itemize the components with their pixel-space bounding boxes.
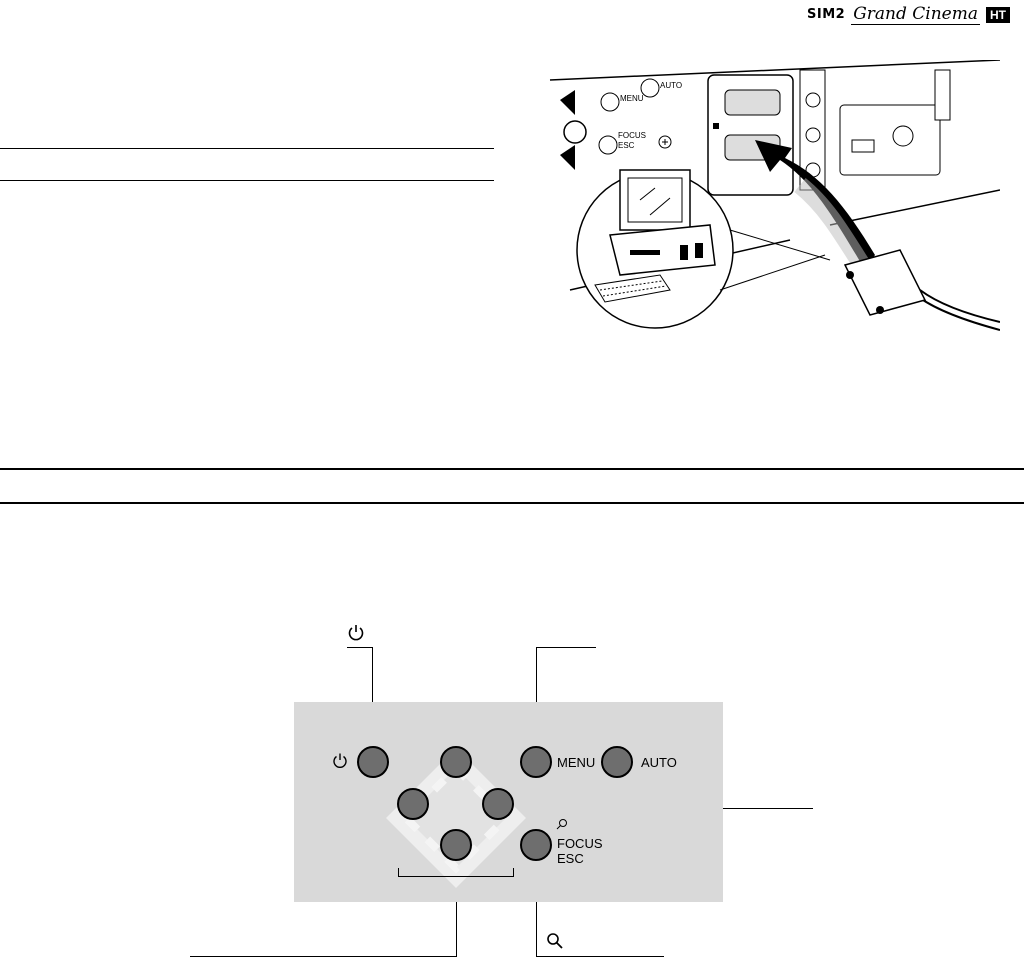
arrow-pad-background bbox=[386, 748, 526, 888]
section-rule-top-2 bbox=[0, 180, 494, 181]
focus-esc-button[interactable] bbox=[520, 829, 552, 861]
power-icon bbox=[333, 753, 347, 768]
callout-focus-horizontal bbox=[536, 956, 664, 957]
arrow-down-button[interactable] bbox=[440, 829, 472, 861]
auto-button[interactable] bbox=[601, 746, 633, 778]
arrow-right-button[interactable] bbox=[482, 788, 514, 820]
power-icon-callout bbox=[348, 625, 364, 641]
illus-menu-label: MENU bbox=[620, 94, 644, 103]
arrow-bracket-horizontal bbox=[398, 876, 514, 877]
brand-logo: SIM2 Grand Cinema HT bbox=[807, 4, 1010, 25]
brand-sim2: SIM2 bbox=[807, 7, 846, 22]
callout-menu-vertical bbox=[536, 647, 537, 747]
callout-power-vertical bbox=[372, 647, 373, 747]
brand-script: Grand Cinema bbox=[851, 4, 980, 25]
arrow-up-button[interactable] bbox=[440, 746, 472, 778]
auto-label: AUTO bbox=[641, 755, 677, 770]
magnifier-icon bbox=[556, 819, 567, 830]
callout-arrows-horizontal bbox=[190, 956, 457, 957]
callout-menu-horizontal bbox=[536, 647, 596, 648]
illus-focus-label: FOCUS bbox=[618, 131, 646, 140]
section-rule-mid-2 bbox=[0, 502, 1024, 504]
callout-arrows-vertical bbox=[456, 876, 457, 956]
menu-button[interactable] bbox=[520, 746, 552, 778]
illus-auto-label: AUTO bbox=[660, 81, 682, 90]
callout-focus-vertical bbox=[536, 862, 537, 956]
section-rule-top-1 bbox=[0, 148, 494, 149]
pc-connection-illustration: MENU AUTO FOCUS ESC bbox=[549, 60, 1000, 331]
illus-esc-label: ESC bbox=[618, 141, 635, 150]
keypad-panel: MENU AUTO FOCUS ESC bbox=[294, 702, 723, 902]
callout-power-horizontal bbox=[347, 647, 373, 648]
magnifier-icon-callout bbox=[547, 933, 563, 949]
esc-label: ESC bbox=[557, 851, 584, 866]
power-button[interactable] bbox=[357, 746, 389, 778]
section-rule-mid-1 bbox=[0, 468, 1024, 470]
arrow-bracket-left bbox=[398, 868, 399, 877]
brand-ht: HT bbox=[986, 6, 1010, 23]
menu-label: MENU bbox=[557, 755, 596, 770]
focus-label: FOCUS bbox=[557, 836, 603, 851]
arrow-bracket-right bbox=[513, 868, 514, 877]
arrow-left-button[interactable] bbox=[397, 788, 429, 820]
